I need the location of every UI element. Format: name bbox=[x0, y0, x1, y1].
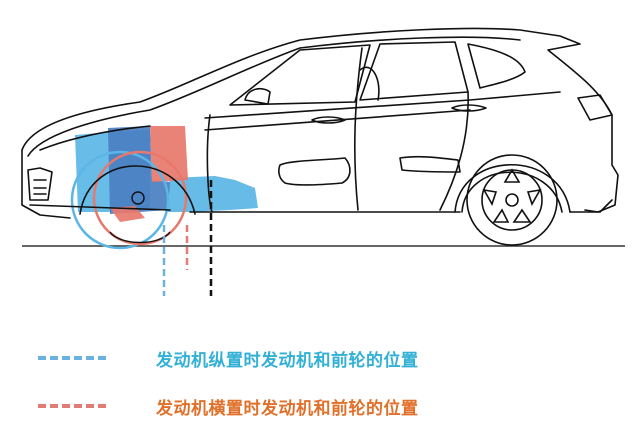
front-wheel-transverse-circle bbox=[92, 150, 188, 246]
car-diagram bbox=[21, 27, 625, 296]
engine-transverse-shape bbox=[110, 126, 188, 222]
front-wheel-longitudinal-circle bbox=[70, 150, 170, 250]
legend-dash-red bbox=[38, 404, 106, 408]
legend-item-transverse: 发动机横置时发动机和前轮的位置 bbox=[38, 392, 419, 420]
legend-label-transverse: 发动机横置时发动机和前轮的位置 bbox=[156, 398, 419, 419]
front-wheel bbox=[109, 191, 171, 244]
legend-item-longitudinal: 发动机纵置时发动机和前轮的位置 bbox=[38, 344, 419, 372]
legend-dash-blue bbox=[38, 356, 106, 360]
legend-label-longitudinal: 发动机纵置时发动机和前轮的位置 bbox=[156, 350, 419, 371]
engine-dark-overlap-shape bbox=[108, 126, 170, 214]
rear-wheel bbox=[466, 154, 558, 246]
